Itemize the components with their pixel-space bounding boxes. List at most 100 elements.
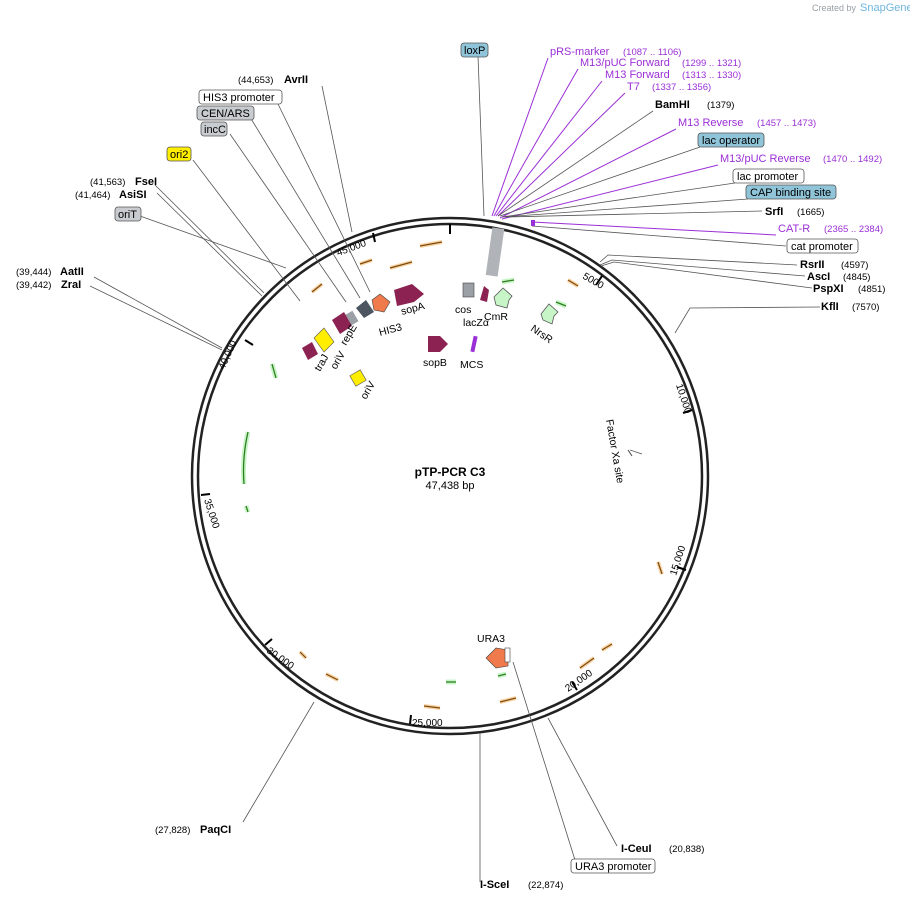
orf-arrows-green-core [242,279,567,683]
orf-arrows-orange-core [299,241,663,709]
orf-arrows-green [241,277,567,685]
rsrii-label: RsrII [800,259,824,271]
t7-pos: (1337 .. 1356) [652,82,711,93]
repe-feature [332,312,352,334]
lac-operator-label: lac operator [702,135,760,147]
cos-label: cos [455,304,471,316]
m13-forward-pos: (1313 .. 1330) [682,70,741,81]
factor-xa-label: Factor Xa site [603,418,626,484]
fsei-label: FseI [135,176,157,188]
plasmid-name: pTP-PCR C3 [415,465,486,479]
oriv-feature-2 [349,369,367,387]
tick-label-25000: 25,000 [412,718,443,729]
his3-label: HIS3 [378,321,404,339]
i-scei-pos: (22,874) [528,880,563,891]
bamhi-pos: (1379) [707,100,734,111]
paqci-pos: (27,828) [155,825,190,836]
i-ceui-pos: (20,838) [669,844,704,855]
asisi-pos: (41,464) [75,190,110,201]
ori2-box [166,146,192,162]
sopa-feature [394,284,424,306]
t7-label: T7 [627,81,640,93]
incc-feature [345,310,359,326]
cat-promoter-box [786,238,859,254]
kfli-label: KflI [821,301,839,313]
pspxi-label: PspXI [813,283,844,295]
i-scei-label: I-SceI [480,879,509,891]
aatii-pos: (39,444) [16,267,51,278]
incc-label: incC [204,124,226,136]
tick-marks [200,224,693,725]
zrai-label: ZraI [61,279,81,291]
incc-box [200,121,228,137]
loxp-box [460,42,489,58]
fsei-pos: (41,563) [90,177,125,188]
srfi-label: SrfI [765,206,783,218]
avrii-label: AvrII [284,74,308,86]
sopb-label: sopB [423,357,447,369]
ura3-label: URA3 [477,633,505,645]
avrii-pos: (44,653) [238,75,273,86]
kfli-pos: (7570) [852,302,879,313]
primer-leaders [491,57,777,236]
bamhi-label: BamHI [655,99,690,111]
loxp-label: loxP [464,45,485,57]
asci-pos: (4845) [843,272,870,283]
m13-reverse-pos: (1457 .. 1473) [757,118,816,129]
tick-label-45000: 45,000 [335,238,368,259]
cat-promoter-label: cat promoter [791,241,853,253]
cen-ars-box [196,105,255,121]
backbone-outer [190,216,710,736]
lac-operator-box [697,132,765,148]
m13-puc-reverse-label: M13/pUC Reverse [720,153,810,165]
aatii-label: AatII [60,266,84,278]
cap-binding-site-box [745,184,837,200]
enzyme-leaders-right [89,55,821,882]
his3-promoter-box [198,89,283,105]
lac-promoter-label: lac promoter [737,171,798,183]
sopb-feature [428,336,448,352]
plasmid-length: 47,438 bp [426,480,475,492]
lacz-region-bar [485,227,505,277]
m13-forward-label: M13 Forward [605,69,670,81]
cat-r-pos: (2365 .. 2384) [824,224,883,235]
oriv-feature-1 [313,327,335,353]
rsrii-pos: (4597) [841,260,868,271]
ura3-promoter-label: URA3 promoter [575,861,652,873]
tick-label-40000: 40,000 [217,339,240,372]
m13-reverse-label: M13 Reverse [678,117,743,129]
ura3-promoter-feature [504,647,511,663]
lac-promoter-box [732,168,805,184]
asci-label: AscI [807,271,830,283]
pspxi-pos: (4851) [858,284,885,295]
m13-puc-forward-pos: (1299 .. 1321) [682,58,741,69]
mcs-label: MCS [460,359,483,371]
cos-feature [462,282,475,298]
cat-r-primer-mark [531,220,535,226]
lacz-alpha-label: lacZα [463,317,489,329]
cap-binding-site-label: CAP binding site [750,187,831,199]
snapgene-logo: SnapGene [860,2,910,14]
orit-label: oriT [118,209,137,221]
m13-puc-forward-label: M13/pUC Forward [580,57,670,69]
prs-marker-pos: (1087 .. 1106) [623,47,681,58]
nrsr-feature [540,303,559,325]
his3-feature [371,293,391,313]
ori2-label: ori2 [170,149,188,161]
credit-text: Created by [812,3,857,13]
zrai-pos: (39,442) [16,280,51,291]
ura3-promoter-box [570,858,656,874]
tick-label-15000: 15,000 [668,544,688,577]
sopa-label: sopA [400,300,426,318]
paqci-label: PaqCI [200,824,231,836]
m13-puc-reverse-pos: (1470 .. 1492) [823,154,882,165]
cmr-label: CmR [484,311,508,323]
prs-marker-label: pRS-marker [550,46,610,58]
cen-ars-label: CEN/ARS [201,108,250,120]
mcs-feature [470,335,478,353]
i-ceui-label: I-CeuI [621,843,652,855]
lacz-alpha-feature [480,286,489,302]
factor-xa-mark [627,449,633,457]
traj-feature [302,342,318,360]
